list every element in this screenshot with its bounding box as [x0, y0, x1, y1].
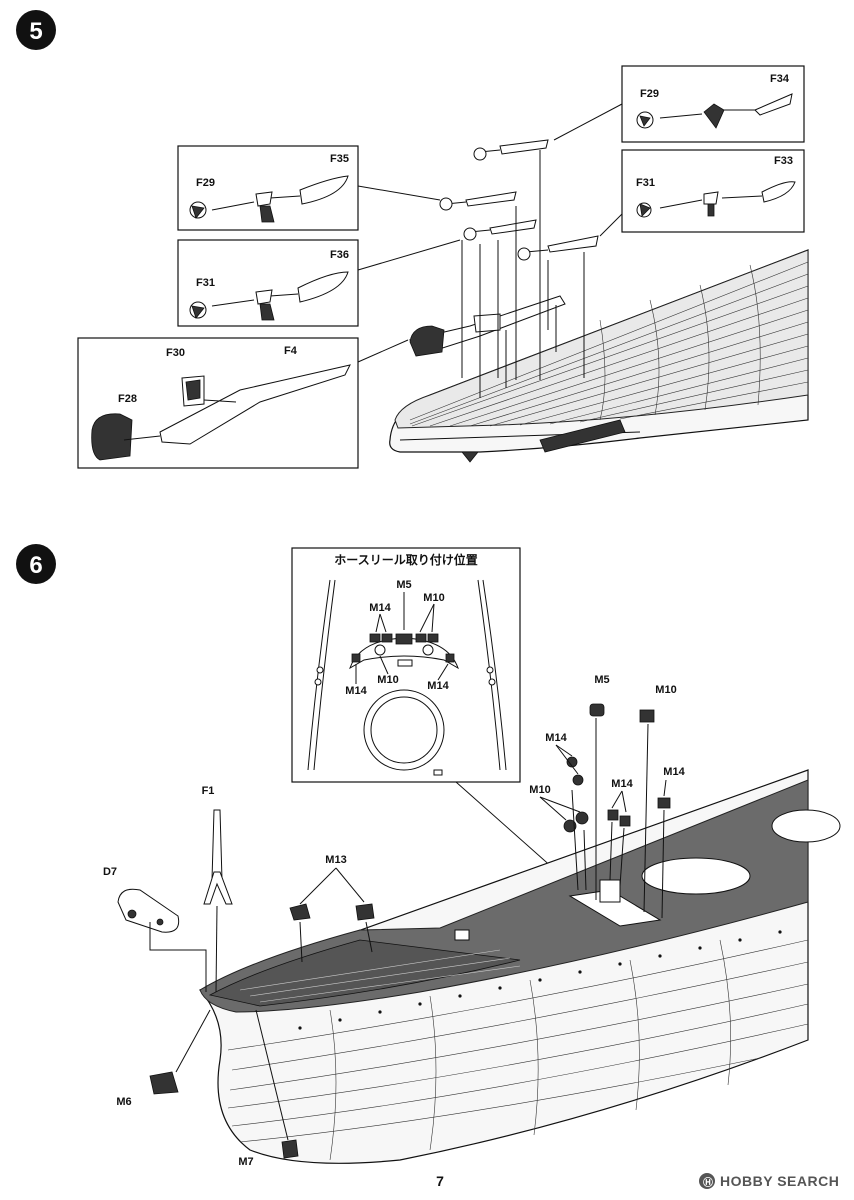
step-6-number: 6 [29, 552, 42, 579]
label-d7: D7 [103, 866, 117, 878]
label-m14-a: M14 [545, 732, 567, 744]
inset-label-m10: M10 [423, 592, 444, 604]
hull-step5 [389, 249, 809, 463]
label-m14-b: M14 [611, 778, 633, 790]
page-number: 7 [436, 1173, 444, 1189]
label-f4: F4 [284, 345, 298, 357]
label-f1: F1 [202, 785, 215, 797]
watermark-brand: HOBBY SEARCH [720, 1173, 839, 1189]
hull-step6 [199, 769, 841, 1164]
inset-label-m14-right: M14 [427, 680, 449, 692]
label-f31: F31 [196, 277, 215, 289]
step-6-badge [16, 544, 56, 584]
hose-reel-inset: ホースリール取り付け位置 M5 [291, 547, 581, 893]
watermark-logo-icon [699, 1173, 715, 1189]
label-m6: M6 [116, 1096, 131, 1108]
watermark-symbol: Ⓗ [703, 1176, 714, 1189]
step-5-number: 5 [29, 18, 42, 45]
step-6: 6 ホースリール取り付け位置 [16, 544, 841, 1168]
label-f36: F36 [330, 249, 349, 261]
inset-label-m5: M5 [396, 579, 411, 591]
box-f35-f29: F35 F29 [177, 145, 359, 231]
box-f33-f31: F33 F31 [621, 149, 805, 233]
step-5-badge [16, 10, 56, 50]
step-5: 5 [16, 10, 809, 469]
watermark: Ⓗ HOBBY SEARCH [699, 1173, 839, 1189]
label-f31: F31 [636, 177, 655, 189]
inset-label-m14-left: M14 [345, 685, 367, 697]
label-f35: F35 [330, 153, 349, 165]
label-m10-b: M10 [529, 784, 550, 796]
inset-label-m14: M14 [369, 602, 391, 614]
label-f30: F30 [166, 347, 185, 359]
label-f29: F29 [196, 177, 215, 189]
box-f30-f4-f28: F30 F4 F28 [77, 337, 359, 469]
assembled-parts-step5 [357, 103, 623, 398]
label-f33: F33 [774, 155, 793, 167]
label-m5: M5 [594, 674, 609, 686]
label-f29: F29 [640, 88, 659, 100]
label-m14-c: M14 [663, 766, 685, 778]
step6-callouts: M5 M10 M14 M10 M14 M14 F1 D7 M13 M6 M7 [103, 674, 686, 1168]
label-f34: F34 [770, 73, 790, 85]
label-f28: F28 [118, 393, 137, 405]
inset-title: ホースリール取り付け位置 [334, 552, 477, 567]
inset-label-m10-lower: M10 [377, 674, 398, 686]
label-m7: M7 [238, 1156, 253, 1168]
box-f34-f29: F34 F29 [621, 65, 805, 143]
label-m10-top: M10 [655, 684, 676, 696]
box-f36-f31: F36 F31 [177, 239, 359, 327]
label-m13: M13 [325, 854, 346, 866]
